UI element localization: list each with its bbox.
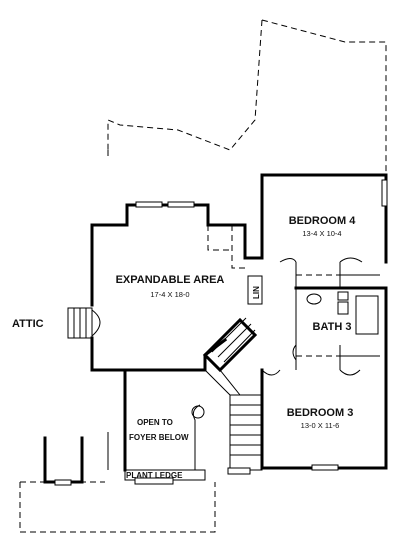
plant-ledge-label: PLANT LEDGE — [126, 471, 183, 480]
linen-closet — [243, 256, 264, 305]
foyer-opening — [107, 368, 251, 485]
roof-outline-top — [107, 19, 387, 175]
linen-label: LIN — [252, 286, 261, 299]
expandable-area-name: EXPANDABLE AREA — [116, 274, 225, 286]
bath-3-walls — [292, 286, 388, 361]
stair — [202, 317, 263, 471]
attic-label: ATTIC — [12, 318, 44, 330]
expandable-area-dimensions: 17-4 X 18-0 — [150, 290, 189, 299]
open-to-label: OPEN TO — [137, 418, 173, 427]
bath-3-name: BATH 3 — [313, 321, 352, 333]
knee-walls — [207, 225, 245, 269]
attic-post — [43, 436, 84, 486]
expandable-area-walls — [90, 201, 247, 372]
bedroom-4-walls — [260, 173, 388, 288]
bedroom-3-name: BEDROOM 3 — [287, 407, 354, 419]
attic-access — [67, 307, 101, 339]
bedroom-4-name: BEDROOM 4 — [289, 215, 357, 227]
roof-outline-bottom — [19, 481, 216, 533]
bedroom-3-dimensions: 13-0 X 11-6 — [301, 421, 340, 430]
bedroom-4-dimensions: 13-4 X 10-4 — [302, 229, 341, 238]
foyer-below-label: FOYER BELOW — [129, 433, 189, 442]
